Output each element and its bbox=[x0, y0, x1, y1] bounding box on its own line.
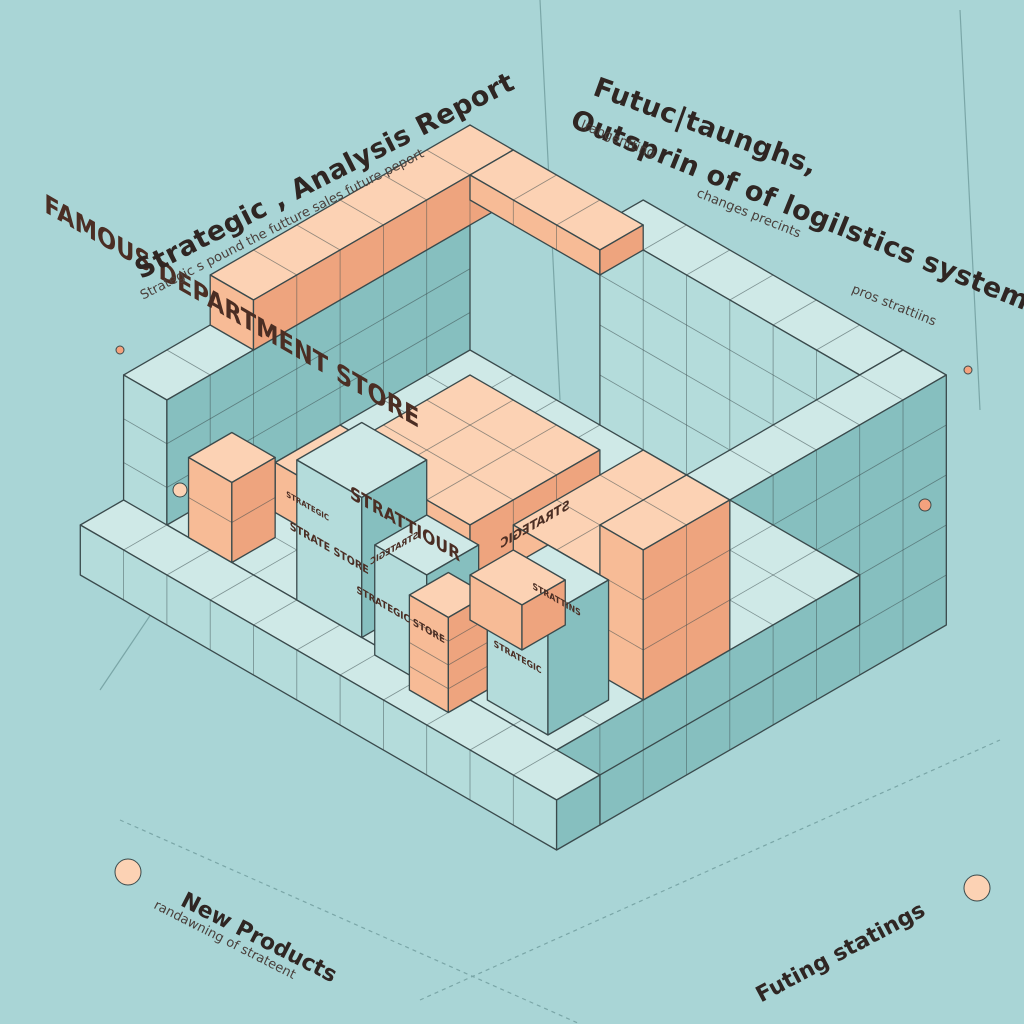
guide-line bbox=[119, 819, 581, 1024]
marker-circle-icon bbox=[963, 874, 991, 902]
guide-line bbox=[959, 9, 981, 411]
markers bbox=[114, 345, 991, 902]
marker-dot bbox=[172, 482, 188, 498]
guide-line bbox=[419, 739, 1001, 1001]
base-front-wall bbox=[79, 499, 601, 851]
peach-mid-box bbox=[469, 549, 566, 651]
main-bar-block bbox=[209, 124, 514, 351]
marker-circle-icon bbox=[114, 858, 142, 886]
main-bar-back bbox=[469, 149, 644, 276]
left-peach-stack bbox=[187, 431, 276, 564]
marker-dot bbox=[918, 498, 932, 512]
marker-dot bbox=[963, 365, 973, 375]
marker-dot bbox=[115, 345, 125, 355]
